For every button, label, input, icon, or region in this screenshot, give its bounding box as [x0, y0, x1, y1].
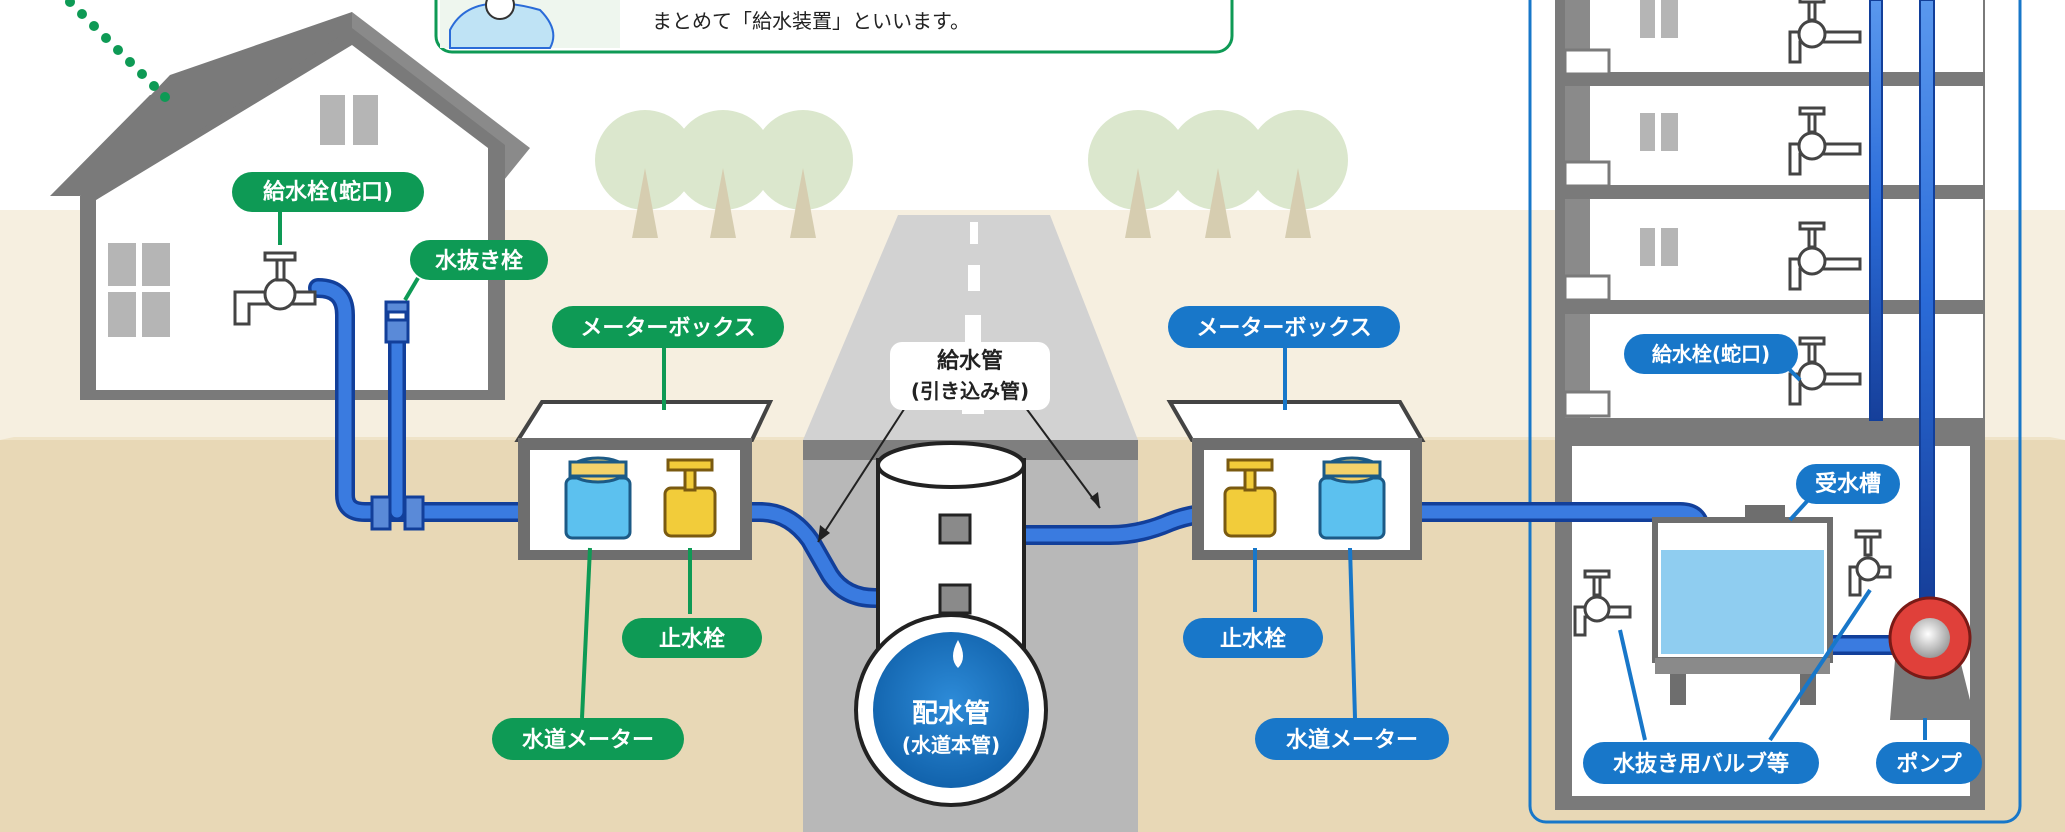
label-service-pipe-line1: 給水管	[937, 348, 1003, 374]
label-building-faucet: 給水栓(蛇口)	[1624, 334, 1798, 374]
meter-box-left	[514, 400, 774, 560]
label-service-pipe: 給水管 (引き込み管)	[890, 342, 1050, 410]
label-receiving-tank-text: 受水槽	[1815, 471, 1881, 497]
house-faucet-icon	[233, 251, 317, 326]
water-meter-right-icon	[1318, 456, 1386, 540]
label-stop-valve-right: 止水栓	[1183, 618, 1323, 658]
label-drain-valves: 水抜き用バルブ等	[1583, 742, 1819, 784]
label-pump-text: ポンプ	[1896, 751, 1962, 777]
label-house-faucet: 給水栓(蛇口)	[232, 172, 424, 212]
water-meter-left-icon	[564, 456, 632, 540]
label-house-faucet-text: 給水栓(蛇口)	[263, 179, 393, 205]
label-meter-box-right: メーターボックス	[1168, 306, 1400, 348]
label-pump: ポンプ	[1876, 742, 1982, 784]
label-meter-box-left-text: メーターボックス	[580, 316, 755, 341]
stop-valve-right-icon	[1223, 458, 1277, 538]
label-distribution-main-line2: (水道本管)	[902, 733, 1000, 757]
label-water-meter-left: 水道メーター	[492, 718, 684, 760]
label-meter-box-right-text: メーターボックス	[1196, 316, 1371, 341]
label-building-faucet-text: 給水栓(蛇口)	[1652, 342, 1770, 366]
callout-box: まとめて「給水装置」といいます。	[434, 0, 1234, 54]
pump-icon	[1888, 596, 1975, 720]
drain-valve-faucets	[1573, 529, 1892, 637]
label-drain-valves-text: 水抜き用バルブ等	[1613, 751, 1789, 777]
house	[50, 12, 530, 400]
stop-valve-left-icon	[663, 458, 717, 538]
label-distribution-main: 配水管 (水道本管)	[902, 699, 1000, 757]
trees-right	[1088, 110, 1348, 238]
label-water-meter-right-text: 水道メーター	[1286, 727, 1418, 753]
callout-text: まとめて「給水装置」といいます。	[652, 9, 970, 33]
label-service-pipe-line2: (引き込み管)	[911, 379, 1029, 403]
distribution-main	[854, 441, 1048, 807]
label-water-meter-left-text: 水道メーター	[522, 727, 654, 753]
label-meter-box-left: メーターボックス	[552, 306, 784, 348]
label-water-meter-right: 水道メーター	[1255, 718, 1449, 760]
label-distribution-main-line1: 配水管	[912, 699, 990, 729]
trees-left	[595, 110, 853, 238]
label-stop-valve-left: 止水栓	[622, 618, 762, 658]
label-receiving-tank: 受水槽	[1796, 464, 1900, 504]
building-faucets	[1788, 0, 1862, 406]
label-drain-valve: 水抜き栓	[410, 240, 548, 280]
label-stop-valve-left-text: 止水栓	[659, 627, 725, 652]
couplings	[370, 300, 425, 531]
label-stop-valve-right-text: 止水栓	[1220, 627, 1286, 652]
label-drain-valve-text: 水抜き栓	[435, 249, 523, 274]
dotted-leader	[65, 0, 170, 102]
